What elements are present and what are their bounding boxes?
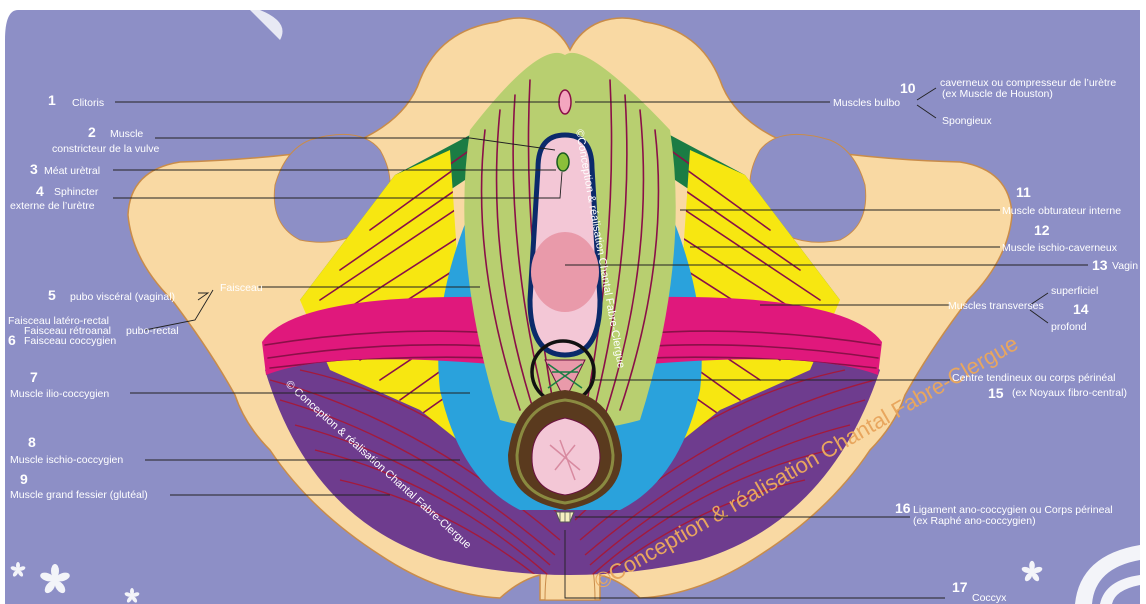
number-15: 15 [988,385,1004,401]
label-pubo-visceral: pubo viscéral (vaginal) [70,291,175,303]
label-ischio-coccygien: Muscle ischio-coccygien [10,454,123,466]
label-superficiel: superficiel [1051,285,1098,297]
label-houston: (ex Muscle de Houston) [942,88,1053,100]
label-bulbo: Muscles bulbo [833,97,900,109]
number-6: 6 [8,332,16,348]
label-centre: Centre tendineux ou corps périnéal [952,372,1115,384]
number-16: 16 [895,500,911,516]
label-clitoris: Clitoris [72,97,104,109]
label-fessier: Muscle grand fessier (glutéal) [10,489,148,501]
label-coccygien: Faisceau coccygien [24,335,116,347]
label-coccyx: Coccyx [972,592,1007,604]
label-ischio-caverneux: Muscle ischio-caverneux [1002,242,1118,254]
label-transverses: Muscles transverses [948,300,1044,312]
number-12: 12 [1034,222,1050,238]
number-13: 13 [1092,257,1108,273]
clitoris [559,90,571,114]
label-obturateur: Muscle obturateur interne [1002,205,1121,217]
label-sphincter: Sphincter [54,186,99,198]
label-profond: profond [1051,321,1087,333]
label-muscle: Muscle [110,128,143,140]
label-spongieux: Spongieux [942,115,992,127]
number-4: 4 [36,183,44,199]
number-7: 7 [30,369,38,385]
label-meat: Méat urètral [44,165,100,177]
label-vagin: Vagin [1112,260,1138,272]
label-raphe: (ex Raphé ano-coccygien) [913,515,1036,527]
number-11: 11 [1016,184,1031,200]
number-14: 14 [1073,301,1089,317]
label-pubo-rectal: pubo-rectal [126,325,179,337]
vagina-lumen [531,232,599,312]
number-2: 2 [88,124,96,140]
number-17: 17 [952,579,968,595]
label-ilio: Muscle ilio-coccygien [10,388,109,400]
label-constricteur: constricteur de la vulve [52,143,160,155]
number-10: 10 [900,80,916,96]
number-8: 8 [28,434,36,450]
label-sphincter-2: externe de l’urètre [10,200,95,212]
label-faisceau: Faisceau [220,282,263,294]
label-noyaux: (ex Noyaux fibro-central) [1012,387,1127,399]
number-3: 3 [30,161,38,177]
number-1: 1 [48,92,56,108]
urethral-meatus [557,153,569,171]
number-9: 9 [20,471,28,487]
number-5: 5 [48,287,56,303]
